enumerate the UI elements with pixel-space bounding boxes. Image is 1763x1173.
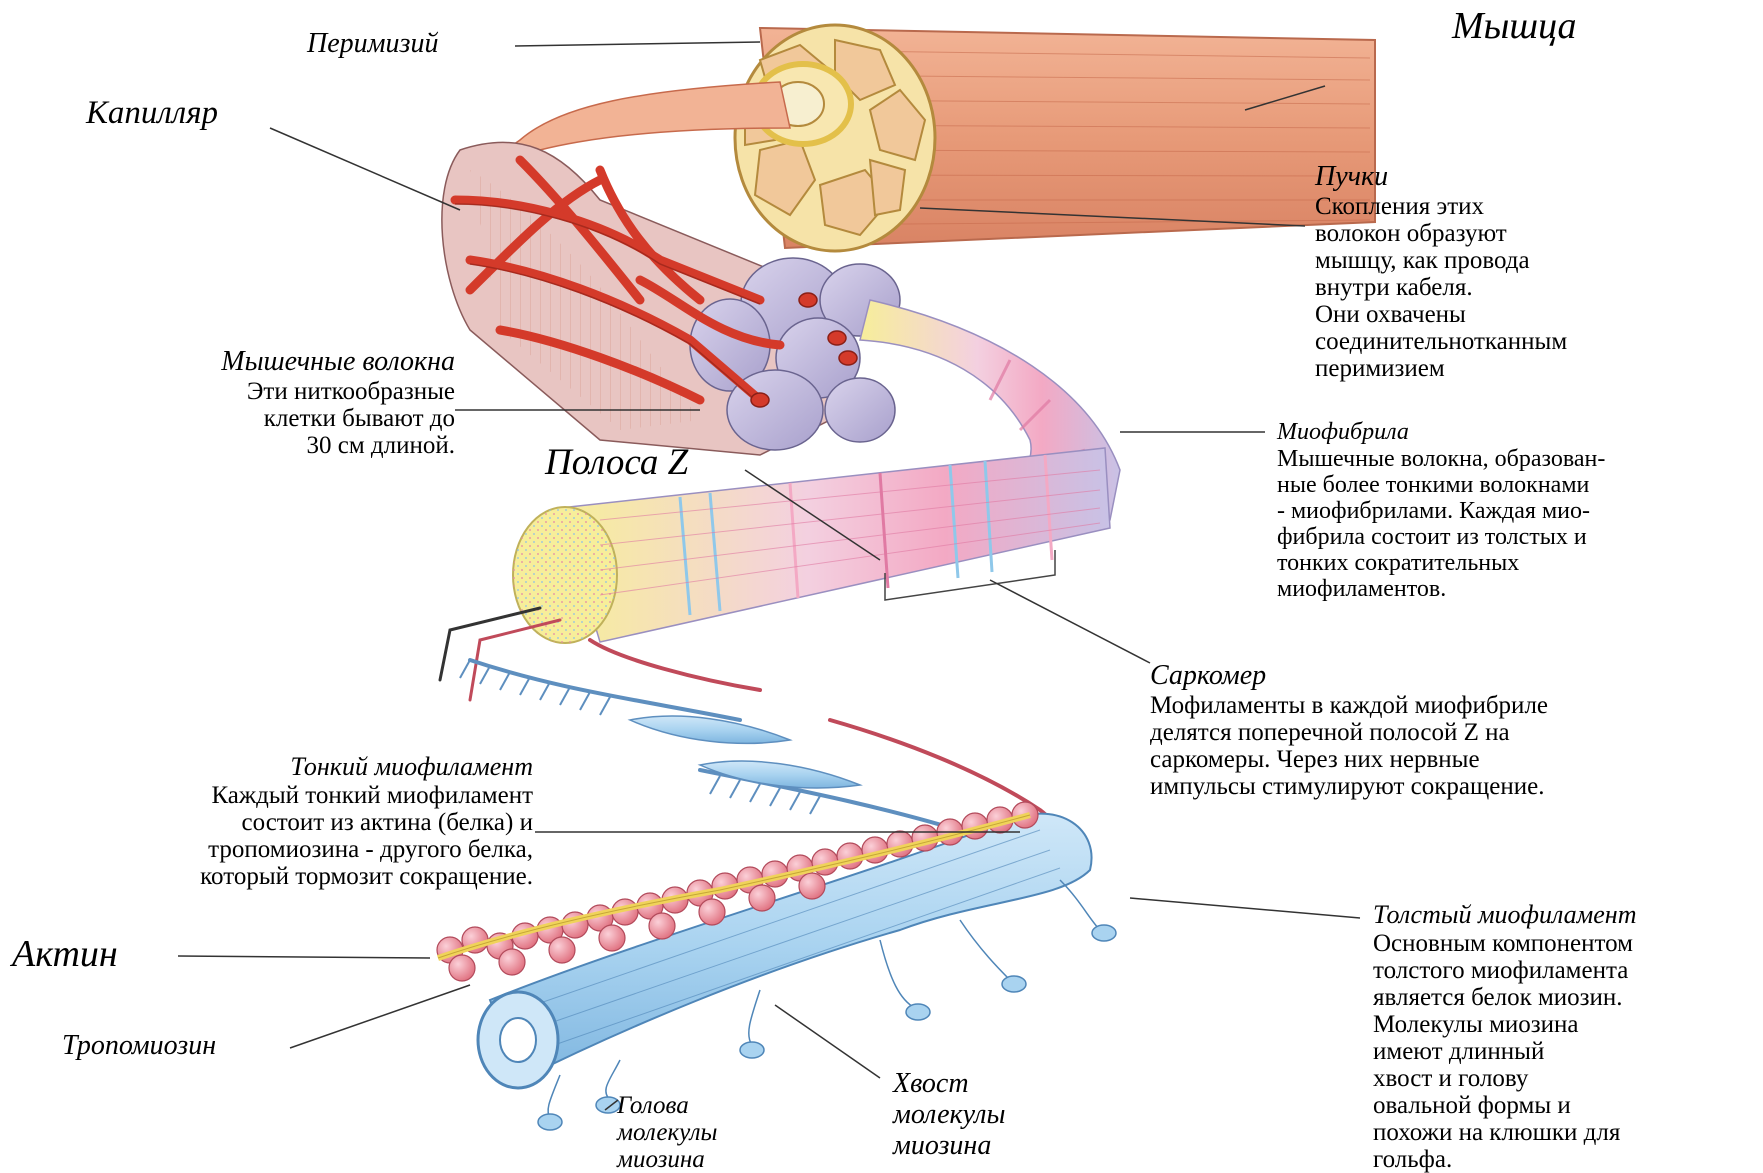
label-myosin-head: Голова молекулы миозина (617, 1092, 717, 1173)
label-muscle-fibers: Мышечные волокна Эти ниткообразные клетк… (221, 346, 455, 459)
label-bundles: Пучки Скопления этих волокон образуют мы… (1315, 161, 1567, 382)
label-sarcomere: Саркомер Мофиламенты в каждой миофибриле… (1150, 660, 1548, 800)
label-actin: Актин (12, 932, 118, 976)
thin-myofilament-text: Каждый тонкий миофиламент состоит из акт… (200, 782, 533, 890)
label-tropomyosin: Тропомиозин (62, 1030, 216, 1062)
myosin-tail-label: Хвост молекулы миозина (893, 1068, 1005, 1161)
muscle-fibers-title: Мышечные волокна (221, 346, 455, 378)
sarcomere-title: Саркомер (1150, 660, 1548, 692)
myofibril-text: Мышечные волокна, образован- ные более т… (1277, 446, 1605, 602)
tropomyosin-label: Тропомиозин (62, 1030, 216, 1062)
bundles-text: Скопления этих волокон образуют мышцу, к… (1315, 193, 1567, 382)
label-capillary: Капилляр (86, 95, 218, 132)
label-myosin-tail: Хвост молекулы миозина (893, 1068, 1005, 1161)
myofibril-title: Миофибрила (1277, 418, 1605, 446)
label-thick-myofilament: Толстый миофиламент Основным компонентом… (1373, 900, 1636, 1173)
z-band-label: Полоса Z (545, 441, 688, 484)
muscle-fibers-text: Эти ниткообразные клетки бывают до 30 см… (221, 378, 455, 459)
actin-label: Актин (12, 932, 118, 976)
thin-myofilament-title: Тонкий миофиламент (200, 752, 533, 782)
label-z-band: Полоса Z (545, 441, 688, 484)
label-perimysium: Перимизий (307, 28, 438, 60)
label-thin-myofilament: Тонкий миофиламент Каждый тонкий миофила… (200, 752, 533, 890)
thick-myofilament-title: Толстый миофиламент (1373, 900, 1636, 930)
thick-myofilament-text: Основным компонентом толстого миофиламен… (1373, 930, 1636, 1173)
sarcomere-text: Мофиламенты в каждой миофибриле делятся … (1150, 692, 1548, 800)
perimysium-label: Перимизий (307, 28, 438, 60)
bundles-title: Пучки (1315, 161, 1567, 193)
label-muscle: Мышца (1452, 4, 1577, 48)
muscle-label: Мышца (1452, 4, 1577, 48)
myosin-head-label: Голова молекулы миозина (617, 1092, 717, 1173)
label-myofibril: Миофибрила Мышечные волокна, образован- … (1277, 418, 1605, 602)
muscle-block (735, 25, 1375, 251)
capillary-label: Капилляр (86, 95, 218, 132)
